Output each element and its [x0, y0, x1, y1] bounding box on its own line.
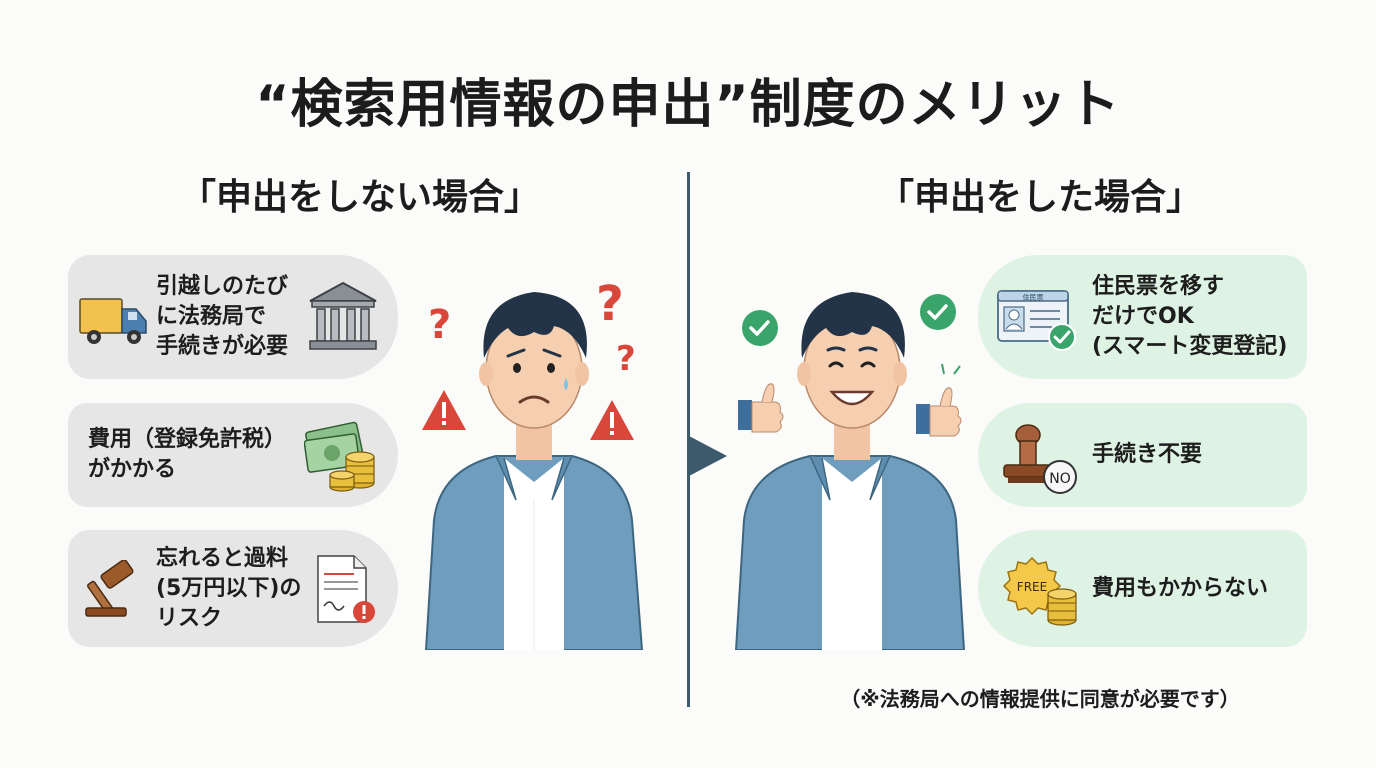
left-section-heading: 「申出をしない場合」 [179, 177, 540, 218]
page-title: “検索用情報の申出”制度のメリット [255, 75, 1121, 135]
right-card-no-cost: FREE 費用もかからない [978, 530, 1307, 647]
right-card-no-procedure: NO 手続き不要 [978, 403, 1307, 507]
stamp-no-icon: NO [1003, 424, 1077, 494]
right-arrow-icon [689, 436, 727, 476]
warning-document-icon [317, 555, 375, 623]
happy-person-illustration [734, 292, 966, 650]
id-card-label: 住民票 [1023, 293, 1044, 302]
free-badge-text: FREE [1017, 580, 1047, 594]
card-text-moving: 引越しのたび に法務局で 手続きが必要 [156, 274, 289, 359]
free-coins-icon: FREE [1002, 556, 1077, 626]
question-mark-icon: ? [596, 276, 624, 332]
worried-person-illustration: ? ? ? [422, 276, 644, 650]
card-text-fees: 費用（登録免許税） がかかる [88, 427, 287, 482]
card-text-no-cost: 費用もかからない [1092, 576, 1269, 601]
no-badge-text: NO [1049, 471, 1071, 487]
left-card-moving: 引越しのたび に法務局で 手続きが必要 [68, 255, 398, 379]
thumbs-up-icon [738, 383, 784, 433]
card-text-move-residence: 住民票を移す だけでOK (スマート変更登記) [1092, 274, 1288, 359]
left-card-fees: 費用（登録免許税） がかかる [68, 403, 398, 507]
gavel-icon [85, 560, 134, 617]
truck-icon [79, 298, 147, 344]
center-divider [687, 172, 690, 707]
check-bubble-icon [742, 310, 778, 346]
question-mark-icon: ? [616, 339, 636, 379]
money-coins-icon [304, 421, 375, 492]
warning-icon [422, 390, 466, 430]
thumbs-up-icon [916, 363, 962, 437]
right-card-move-residence: 住民票 住民票を移す だけでOK (スマート変更登記) [978, 255, 1307, 379]
check-bubble-icon [920, 294, 956, 330]
card-text-penalty: 忘れると過料 (5万円以下)の リスク [156, 546, 302, 631]
id-card-check-icon: 住民票 [997, 290, 1076, 351]
courthouse-icon [309, 281, 377, 350]
right-section-heading: 「申出をした場合」 [877, 177, 1202, 218]
warning-icon [590, 400, 634, 440]
question-mark-icon: ? [428, 302, 451, 348]
card-text-no-procedure: 手続き不要 [1092, 442, 1203, 467]
left-card-penalty: 忘れると過料 (5万円以下)の リスク [68, 530, 398, 647]
footnote-consent: （※法務局への情報提供に同意が必要です） [840, 687, 1240, 711]
